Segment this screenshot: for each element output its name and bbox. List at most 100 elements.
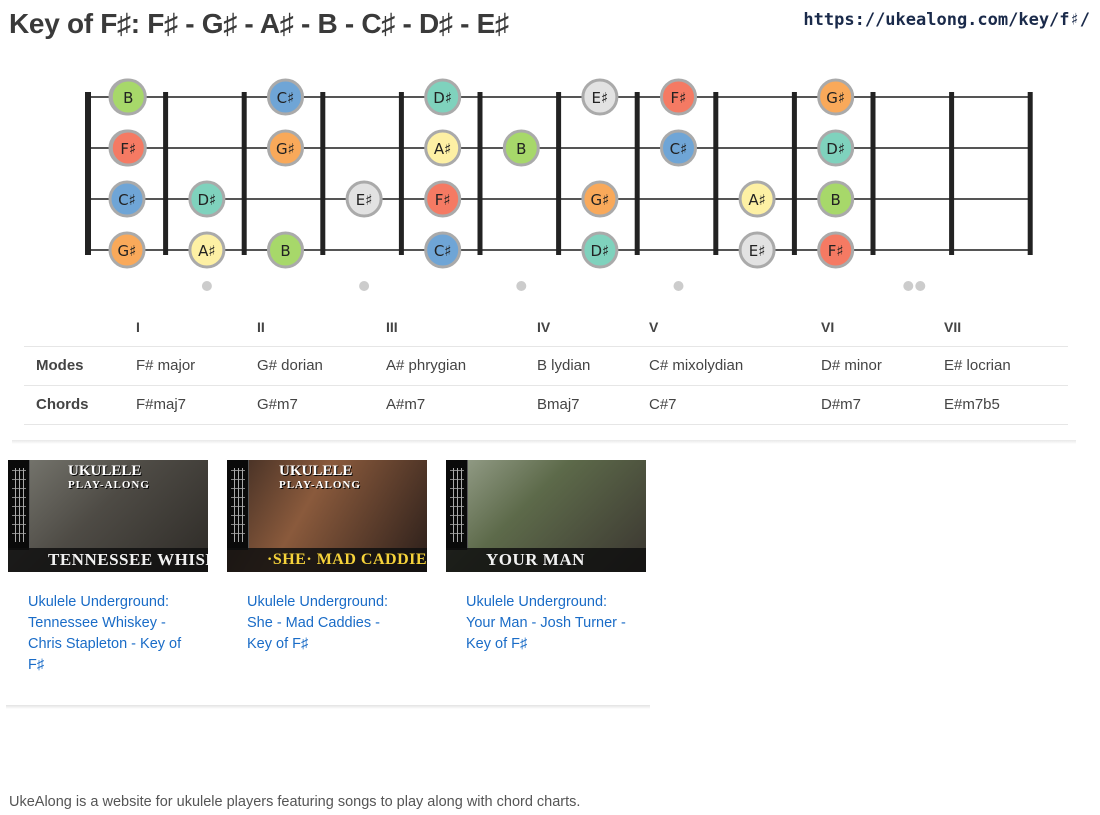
mode-cell: F# major [136, 345, 257, 385]
video-link[interactable]: Ukulele Underground: She - Mad Caddies -… [247, 594, 389, 652]
note-circle [738, 180, 776, 218]
note-marker: A♯ [738, 180, 776, 218]
note-circle [188, 180, 226, 218]
note-label: D♯ [590, 242, 609, 260]
note-marker: D♯ [188, 180, 226, 218]
fretboard-diagram: A♯BC♯D♯E♯F♯G♯E♯F♯G♯A♯BC♯D♯C♯D♯E♯F♯G♯A♯BG… [85, 78, 1033, 291]
chord-cell: A#m7 [386, 384, 537, 425]
note-marker: A♯ [188, 231, 226, 269]
thumbnail-title: TENNESSEE WHISKEY [8, 548, 208, 572]
note-circle [660, 78, 697, 116]
note-marker: E♯ [345, 180, 383, 218]
note-label: F♯ [671, 89, 687, 107]
note-marker: E♯ [581, 78, 619, 116]
note-circle [109, 78, 147, 116]
degree-header: III [386, 318, 398, 335]
note-circle [817, 78, 855, 116]
note-marker: F♯ [424, 180, 462, 218]
chord-cell: F#maj7 [136, 384, 257, 425]
degree-header: IV [537, 318, 551, 335]
note-label: C♯ [277, 89, 295, 107]
note-circle [817, 129, 855, 167]
note-circle [581, 78, 619, 116]
fret-inlay-dot [915, 281, 926, 291]
note-label: D♯ [826, 140, 845, 158]
note-label: E♯ [749, 242, 766, 260]
note-circle [660, 129, 697, 167]
note-label: D♯ [433, 89, 452, 107]
note-circle [108, 231, 146, 269]
note-label: C♯ [670, 140, 688, 158]
video-link[interactable]: Ukulele Underground: Your Man - Josh Tur… [466, 594, 626, 652]
page-url[interactable]: https://ukealong.com/key/f♯/ [803, 10, 1090, 30]
degree-header: VII [944, 318, 962, 335]
note-circle [424, 180, 462, 218]
note-label: A♯ [748, 191, 766, 209]
note-label: E♯ [356, 191, 373, 209]
note-label: B [831, 191, 841, 209]
degree-header: V [649, 318, 659, 335]
note-marker: B [267, 231, 304, 269]
video-link[interactable]: Ukulele Underground: Tennessee Whiskey -… [28, 594, 182, 673]
fret-line [320, 92, 326, 255]
degree-header: I [136, 318, 140, 335]
note-circle [424, 129, 462, 167]
note-label: B [280, 242, 290, 260]
degree-header: II [257, 318, 265, 335]
thumbnail-title: ·SHE· MAD CADDIES [227, 548, 427, 572]
mode-cell: B lydian [537, 345, 649, 385]
corner-cell [24, 308, 136, 346]
note-marker: A♯ [424, 129, 462, 167]
note-circle [817, 231, 855, 269]
note-circle [581, 180, 619, 218]
note-marker: C♯ [660, 129, 697, 167]
mode-cell: A# phrygian [386, 345, 537, 385]
fret-line [949, 92, 955, 255]
note-marker: F♯ [109, 129, 147, 167]
note-circle [817, 180, 855, 218]
note-marker: B [502, 129, 540, 167]
mode-cell: C# mixolydian [649, 345, 821, 385]
note-label: B [123, 89, 133, 107]
note-circle [581, 231, 619, 269]
note-marker: F♯ [660, 78, 697, 116]
row-label: Chords [24, 384, 136, 425]
note-marker: G♯ [581, 180, 619, 218]
mode-cell: G# dorian [257, 345, 386, 385]
chord-chart-graphic [446, 460, 468, 550]
fret-line [398, 92, 404, 255]
note-label: F♯ [435, 191, 451, 209]
note-label: G♯ [276, 140, 295, 158]
chord-cell: Bmaj7 [537, 384, 649, 425]
note-circle [424, 78, 462, 116]
note-circle [502, 129, 540, 167]
chords-row: Chords F#maj7 G#m7 A#m7 Bmaj7 C#7 D#m7 E… [24, 384, 1068, 425]
video-thumbnail[interactable]: YOUR MAN [446, 460, 646, 572]
fret-line [1027, 92, 1033, 255]
fret-inlay-dot [516, 281, 527, 291]
note-label: F♯ [828, 242, 844, 260]
chord-chart-graphic [227, 460, 249, 550]
note-marker: D♯ [817, 129, 855, 167]
modes-chords-table: I II III IV V VI VII Modes F# major G# d… [24, 308, 1068, 425]
fret-inlay-dot [359, 281, 370, 291]
note-circle [267, 231, 304, 269]
note-circle [109, 129, 147, 167]
fret-line [791, 92, 797, 255]
video-card[interactable]: YOUR MAN Ukulele Underground: Your Man -… [446, 460, 646, 655]
degree-header-row: I II III IV V VI VII [24, 308, 1068, 346]
nut [85, 92, 91, 255]
chord-cell: G#m7 [257, 384, 386, 425]
note-marker: D♯ [424, 78, 462, 116]
mode-cell: D# minor [821, 345, 944, 385]
note-label: C♯ [434, 242, 452, 260]
chord-cell: E#m7b5 [944, 384, 1068, 425]
note-marker: F♯ [817, 231, 855, 269]
fret-line [634, 92, 640, 255]
fret-line [870, 92, 876, 255]
